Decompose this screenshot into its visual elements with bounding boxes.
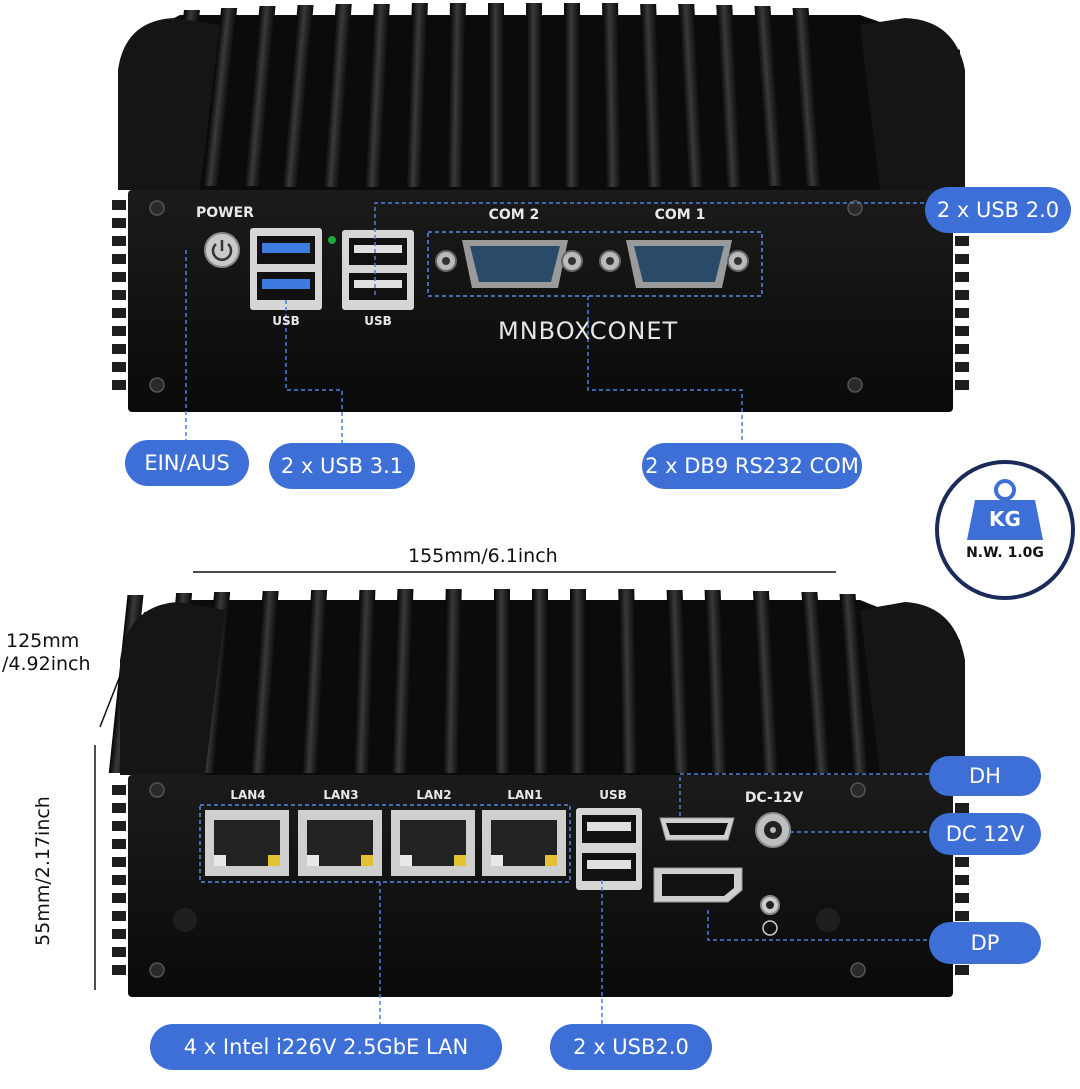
dimension-depth-line2: /4.92inch xyxy=(2,653,91,675)
usb20-label: USB xyxy=(364,314,392,328)
callout-hdmi: DH xyxy=(929,756,1041,796)
com1-label: COM 1 xyxy=(654,207,706,223)
weight-badge xyxy=(935,460,1075,600)
callout-lan: 4 x Intel i226V 2.5GbE LAN xyxy=(150,1024,502,1070)
power-label: POWER xyxy=(196,205,254,221)
lan4-label: LAN4 xyxy=(230,788,266,802)
dimension-depth-line1: 125mm xyxy=(6,630,80,652)
weight-value: N.W. 1.0G xyxy=(966,545,1044,561)
callout-com: 2 x DB9 RS232 COM xyxy=(642,443,862,489)
callout-dp: DP xyxy=(929,922,1041,964)
callout-dc: DC 12V xyxy=(929,813,1041,855)
lan1-label: LAN1 xyxy=(507,788,543,802)
com2-label: COM 2 xyxy=(488,207,540,223)
callout-usb31: 2 x USB 3.1 xyxy=(269,443,415,489)
callout-usb20-top: 2 x USB 2.0 xyxy=(925,187,1071,233)
callout-usb20-bottom: 2 x USB2.0 xyxy=(550,1024,712,1070)
com1-port-shape xyxy=(599,240,749,288)
callout-power: EIN/AUS xyxy=(125,440,249,486)
dimension-width: 155mm/6.1inch xyxy=(408,545,558,567)
dc-label: DC-12V xyxy=(744,790,804,806)
dimension-height: 55mm/2.17inch xyxy=(31,796,54,946)
lan2-label: LAN2 xyxy=(416,788,452,802)
top-device xyxy=(112,3,969,412)
top-heatsink-fins xyxy=(165,3,822,187)
com2-port-shape xyxy=(435,240,583,288)
brand-logo: MNBOXCONET xyxy=(498,317,679,345)
lan3-label: LAN3 xyxy=(323,788,359,802)
usb-bottom-label: USB xyxy=(599,788,627,802)
bottom-device xyxy=(108,589,969,997)
bottom-front-panel xyxy=(128,775,953,997)
weight-unit: KG xyxy=(989,507,1021,531)
usb31-label: USB xyxy=(272,314,300,328)
top-front-panel xyxy=(128,190,953,412)
lan-ports-shape xyxy=(205,810,566,876)
